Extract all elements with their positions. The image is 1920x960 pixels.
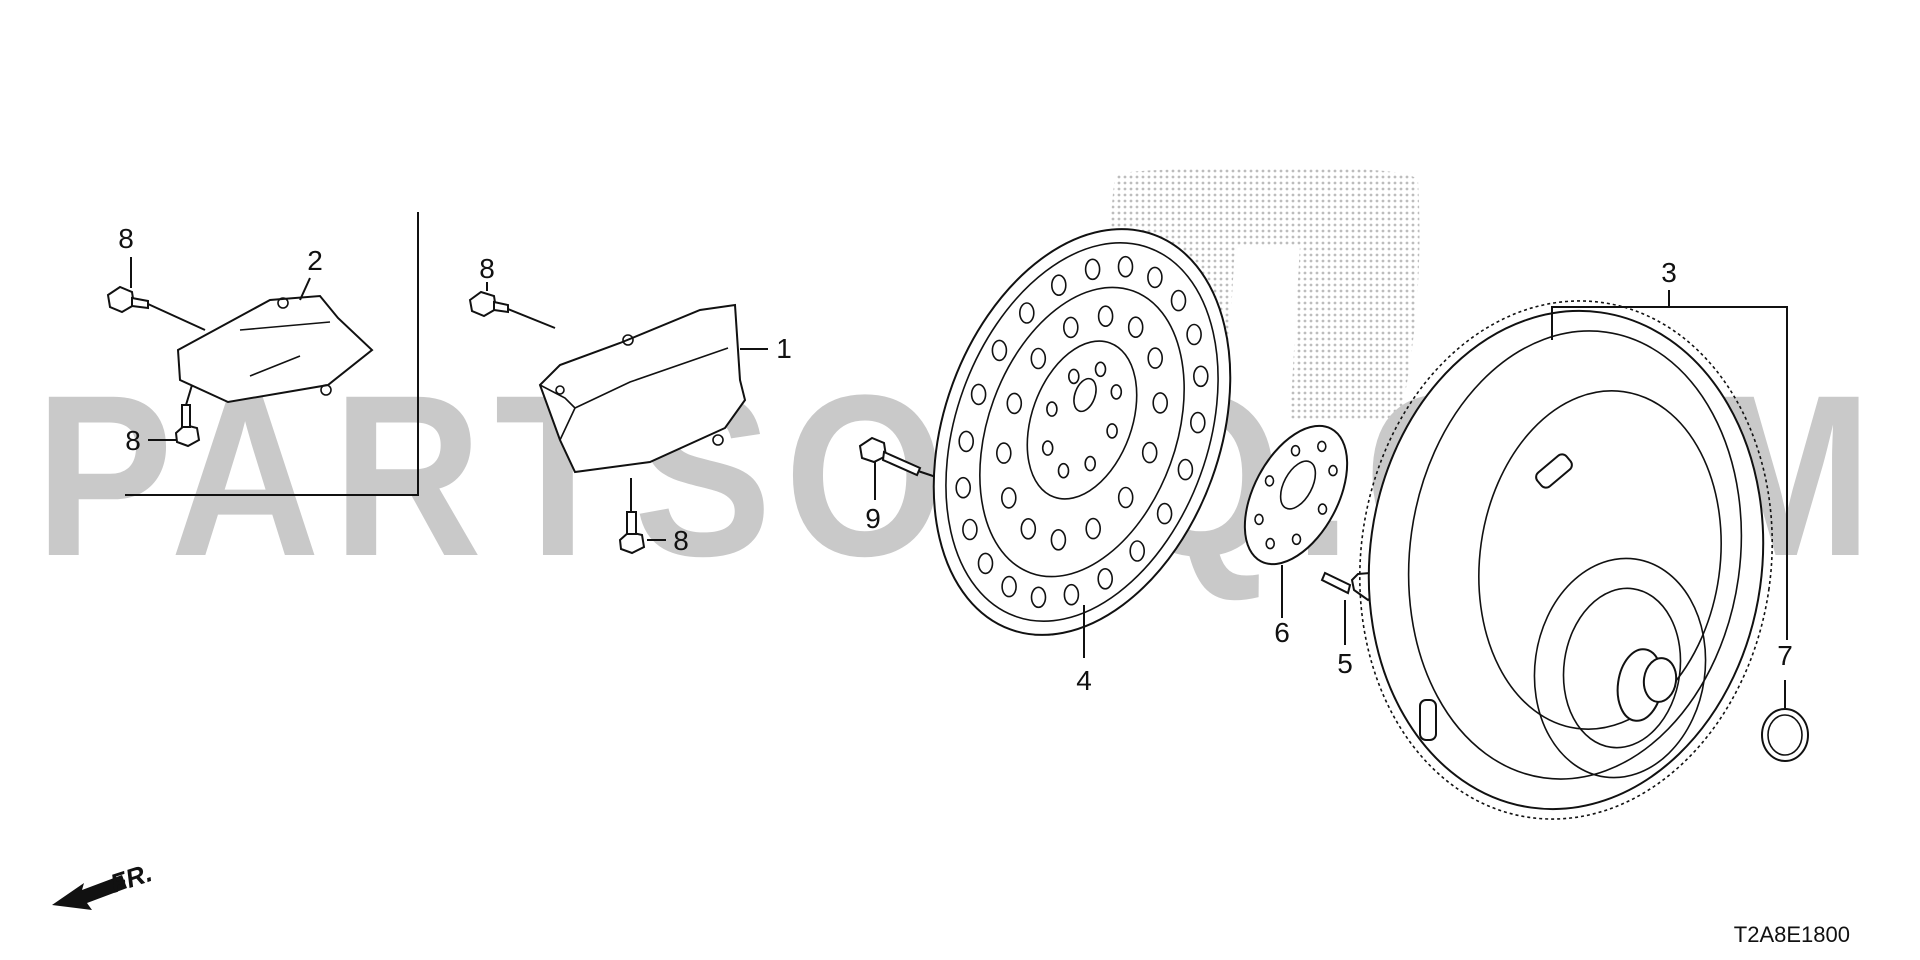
callout-7: 7 [1777, 640, 1793, 671]
hole [1317, 440, 1327, 453]
hole [1328, 464, 1338, 477]
callout-9: 9 [865, 503, 881, 534]
diagram-code: T2A8E1800 [1734, 922, 1850, 947]
hole [1051, 274, 1067, 297]
hole [1097, 567, 1113, 590]
hole [1265, 537, 1275, 550]
hole [1127, 316, 1144, 339]
hole [1084, 455, 1096, 472]
hole [1006, 392, 1023, 415]
bolt-8-b [174, 384, 201, 448]
hole [1041, 440, 1054, 456]
front-label: FR. [107, 857, 156, 898]
hole [1046, 401, 1058, 417]
part-2-cover [176, 294, 374, 404]
hole [1290, 444, 1301, 457]
hole [1170, 289, 1187, 312]
hole [962, 518, 978, 541]
front-direction-indicator: FR. [52, 857, 156, 910]
hole [1019, 302, 1035, 324]
hole [1117, 255, 1134, 278]
hole [1264, 475, 1275, 487]
hole [1186, 323, 1202, 346]
hole [1084, 258, 1101, 281]
hole [1050, 528, 1067, 551]
hole [995, 442, 1012, 464]
bolt-8-a [106, 285, 206, 331]
callout-6: 6 [1274, 617, 1290, 648]
part-4-drive-plate [932, 228, 1232, 636]
hole [1030, 586, 1047, 609]
callout-3: 3 [1661, 257, 1677, 288]
hole [1063, 316, 1079, 339]
hole [970, 383, 987, 406]
part-1-cover [538, 303, 747, 474]
hole [1152, 392, 1168, 414]
hole [1141, 441, 1158, 464]
hole [1094, 361, 1107, 378]
part-3-torque-converter [1358, 300, 1774, 820]
callout-8-b: 8 [125, 425, 141, 456]
bolt-8-c [468, 290, 556, 329]
hole [977, 552, 994, 575]
hole [1117, 486, 1134, 509]
callout-8-d: 8 [673, 525, 689, 556]
hole [1317, 503, 1328, 515]
hole [1147, 347, 1163, 369]
hole [1020, 517, 1037, 540]
group-bracket [125, 212, 419, 496]
hole [1063, 583, 1080, 606]
drive-plate-holes [955, 255, 1209, 609]
callout-5: 5 [1337, 648, 1353, 679]
callout-8-a: 8 [118, 223, 134, 254]
hole [1085, 517, 1101, 540]
hole [1057, 462, 1070, 479]
bolt-8-d [618, 478, 646, 555]
hole [1000, 487, 1017, 509]
front-arrow-icon [52, 875, 127, 910]
callout-8-c: 8 [479, 253, 495, 284]
hole [1030, 347, 1047, 370]
hole [1068, 368, 1080, 385]
hole [1254, 513, 1264, 526]
hole [1106, 423, 1118, 439]
part-7-o-ring [1761, 680, 1809, 762]
hole [1177, 458, 1194, 481]
hole [1097, 305, 1114, 328]
hole [1110, 384, 1123, 400]
hole [1147, 266, 1163, 289]
callout-1: 1 [776, 333, 792, 364]
callout-4: 4 [1076, 665, 1092, 696]
callout-2: 2 [307, 245, 323, 276]
hole [958, 430, 975, 453]
hole [1291, 533, 1302, 546]
shim-holes [1254, 440, 1338, 550]
hole [991, 339, 1008, 362]
hole [1156, 502, 1173, 525]
bracket-3 [1551, 290, 1788, 640]
hole [1190, 411, 1206, 434]
part-6-plate [1243, 424, 1349, 618]
hole [955, 476, 972, 499]
hole [1001, 575, 1017, 598]
leader-lines [130, 257, 1085, 658]
hole [1129, 540, 1145, 562]
hole [1193, 365, 1209, 388]
